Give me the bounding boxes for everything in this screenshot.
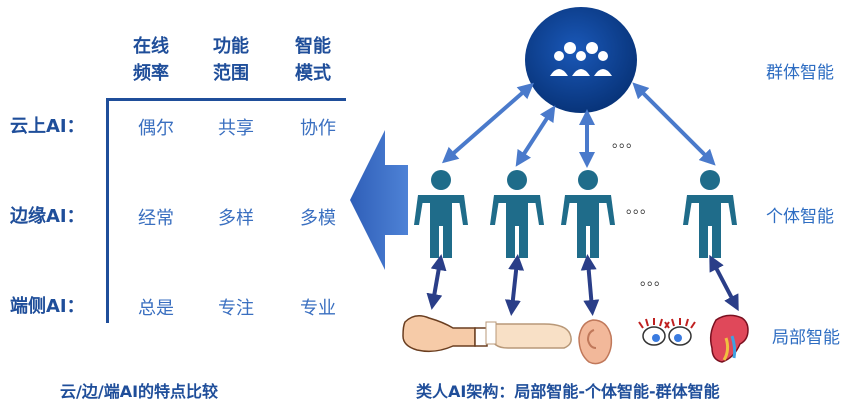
header-online-frequency: 在线频率 [133,36,169,84]
foot-icon [485,321,572,349]
person-icon-3 [561,170,615,258]
cell-edge-function: 多样 [218,208,254,229]
hand-icon [402,315,488,353]
label-group-intelligence: 群体智能 [766,63,834,83]
cell-device-function: 专注 [218,298,254,319]
people-group-icon [550,42,612,76]
cell-edge-mode: 多模 [300,208,336,229]
group-circle [525,7,637,113]
arrow-individual-local-1 [426,254,447,310]
right-caption: 类人AI架构：局部智能-个体智能-群体智能 [416,382,720,401]
table-row-divider [106,98,109,323]
eyes-icon [638,318,696,346]
header-function-scope: 功能范围 [213,36,249,84]
ear-icon [578,319,613,365]
individual-figures [414,170,737,258]
arrow-individual-local-4 [709,254,739,312]
table-header-divider [106,98,346,101]
big-left-arrow [350,130,408,270]
arrow-group-individual-1 [441,82,535,164]
row-label-device-ai: 端侧AI： [10,296,85,317]
ellipsis-group: 。。。 [612,135,640,151]
left-caption: 云/边/端AI的特点比较 [60,382,219,401]
row-label-edge-ai: 边缘AI： [10,206,85,227]
arrow-group-individual-4 [632,82,716,166]
person-icon-4 [683,170,737,258]
arrow-individual-local-3 [580,254,600,316]
group-to-individual-arrows [441,82,716,168]
tongue-icon [709,314,749,363]
cell-cloud-frequency: 偶尔 [138,118,174,139]
individual-to-local-arrows [426,254,739,316]
cell-cloud-function: 共享 [218,118,254,139]
header-intelligence-mode: 智能模式 [295,36,331,84]
arrow-group-individual-2 [515,105,556,167]
ellipsis-local: 。。。 [640,273,668,289]
architecture-diagram [402,7,749,365]
cell-device-mode: 专业 [300,298,336,319]
label-individual-intelligence: 个体智能 [766,207,834,227]
arrow-individual-local-2 [504,254,525,316]
person-icon-1 [414,170,468,258]
cell-device-frequency: 总是 [138,298,174,319]
ellipsis-individual: 。。。 [626,201,654,217]
cell-cloud-mode: 协作 [300,118,336,139]
person-icon-2 [490,170,544,258]
cell-edge-frequency: 经常 [138,208,174,229]
label-local-intelligence: 局部智能 [772,328,840,348]
row-label-cloud-ai: 云上AI： [10,116,85,137]
